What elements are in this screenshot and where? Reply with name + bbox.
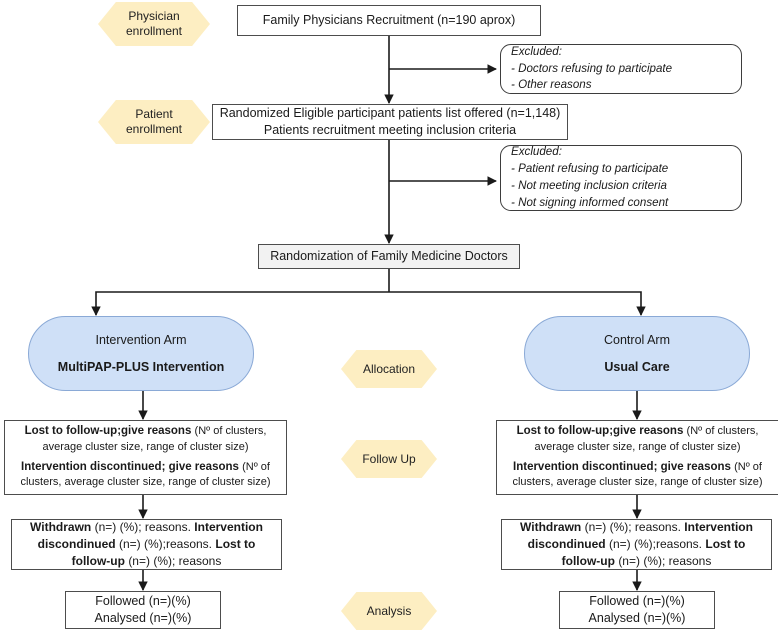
stage-physician-line2: enrollment xyxy=(125,24,183,38)
withdrawn-right-t6: (n=) (%); reasons xyxy=(618,553,712,568)
followup-left-bold-2: Intervention discontinued; give reasons xyxy=(21,460,239,473)
stage-label-analysis: Analysis xyxy=(341,592,437,630)
withdrawn-right-t3: Intervention discondinued xyxy=(527,520,753,552)
node-excluded-physicians: Excluded: - Doctors refusing to particip… xyxy=(500,44,742,94)
withdrawn-left-t6: (n=) (%); reasons xyxy=(128,553,222,568)
analysis-right-line1: Followed (n=)(%) xyxy=(589,594,685,609)
stage-followup-label: Follow Up xyxy=(362,451,416,466)
excluded-physicians-item-1: - Doctors refusing to participate xyxy=(511,61,673,75)
stage-label-patient-enrollment: Patient enrollment xyxy=(98,100,210,144)
randomization-text: Randomization of Family Medicine Doctors xyxy=(270,249,508,264)
control-arm-line1: Control Arm xyxy=(604,333,670,347)
stage-label-allocation: Allocation xyxy=(341,350,437,388)
withdrawn-left-t3: Intervention discondinued xyxy=(37,520,263,552)
node-randomization: Randomization of Family Medicine Doctors xyxy=(258,244,520,269)
patient-recruitment-line1: Randomized Eligible participant patients… xyxy=(219,106,561,121)
followup-right-rest-1: (Nº of clusters, average cluster size, r… xyxy=(534,425,759,453)
intervention-arm-line1: Intervention Arm xyxy=(95,333,187,347)
node-patient-recruitment: Randomized Eligible participant patients… xyxy=(212,104,568,140)
analysis-left-line1: Followed (n=)(%) xyxy=(95,594,191,609)
followup-left-bold-1: Lost to follow-up;give reasons xyxy=(24,425,192,437)
analysis-left-line2: Analysed (n=)(%) xyxy=(94,611,192,625)
intervention-arm-line2: MultiPAP-PLUS Intervention xyxy=(57,360,225,374)
analysis-right-line2: Analysed (n=)(%) xyxy=(588,611,686,625)
excluded-patients-heading: Excluded: xyxy=(511,145,562,159)
node-excluded-patients: Excluded: - Patient refusing to particip… xyxy=(500,145,742,211)
excluded-physicians-heading: Excluded: xyxy=(511,44,562,58)
withdrawn-right-t2: (n=) (%); reasons. xyxy=(584,520,681,535)
control-arm-line2: Usual Care xyxy=(604,360,670,374)
withdrawn-right-t5: Lost to follow-up xyxy=(561,537,746,568)
node-analysis-left: Followed (n=)(%) Analysed (n=)(%) xyxy=(65,591,221,629)
followup-right-rest-2: (Nº of clusters, average cluster size, r… xyxy=(512,460,763,489)
node-followup-left: Lost to follow-up;give reasons (Nº of cl… xyxy=(4,420,287,495)
stage-allocation-label: Allocation xyxy=(362,361,416,376)
stage-label-physician-enrollment: Physician enrollment xyxy=(98,2,210,46)
followup-left-rest-1: (Nº of clusters, average cluster size, r… xyxy=(42,425,267,453)
stage-patient-line1: Patient xyxy=(135,107,173,121)
node-intervention-arm: Intervention Arm MultiPAP-PLUS Intervent… xyxy=(28,316,254,391)
followup-right-bold-2: Intervention discontinued; give reasons xyxy=(513,460,731,473)
excluded-patients-item-3: - Not signing informed consent xyxy=(511,195,669,209)
excluded-patients-item-2: - Not meeting inclusion criteria xyxy=(511,179,667,192)
followup-left-rest-2: (Nº of clusters, average cluster size, r… xyxy=(20,460,271,489)
stage-patient-line2: enrollment xyxy=(125,122,183,136)
node-withdrawn-left: Withdrawn (n=) (%); reasons. Interventio… xyxy=(11,519,282,570)
withdrawn-right-t1: Withdrawn xyxy=(520,520,582,535)
node-control-arm: Control Arm Usual Care xyxy=(524,316,750,391)
withdrawn-left-t4: (n=) (%);reasons. xyxy=(118,537,213,552)
withdrawn-left-t1: Withdrawn xyxy=(30,520,92,535)
node-withdrawn-right: Withdrawn (n=) (%); reasons. Interventio… xyxy=(501,519,772,570)
patient-recruitment-line2: Patients recruitment meeting inclusion c… xyxy=(263,123,517,137)
node-physician-recruitment: Family Physicians Recruitment (n=190 apr… xyxy=(237,5,541,36)
withdrawn-right-t4: (n=) (%);reasons. xyxy=(608,537,703,552)
stage-physician-line1: Physician xyxy=(128,9,180,23)
withdrawn-left-t2: (n=) (%); reasons. xyxy=(94,520,191,535)
followup-right-bold-1: Lost to follow-up;give reasons xyxy=(516,425,684,437)
physician-recruitment-text: Family Physicians Recruitment (n=190 apr… xyxy=(262,13,516,28)
excluded-physicians-item-2: - Other reasons xyxy=(511,78,592,92)
node-followup-right: Lost to follow-up;give reasons (Nº of cl… xyxy=(496,420,778,495)
stage-analysis-label: Analysis xyxy=(366,603,412,618)
node-analysis-right: Followed (n=)(%) Analysed (n=)(%) xyxy=(559,591,715,629)
stage-label-follow-up: Follow Up xyxy=(341,440,437,478)
withdrawn-left-t5: Lost to follow-up xyxy=(71,537,256,568)
excluded-patients-item-1: - Patient refusing to participate xyxy=(511,162,669,176)
